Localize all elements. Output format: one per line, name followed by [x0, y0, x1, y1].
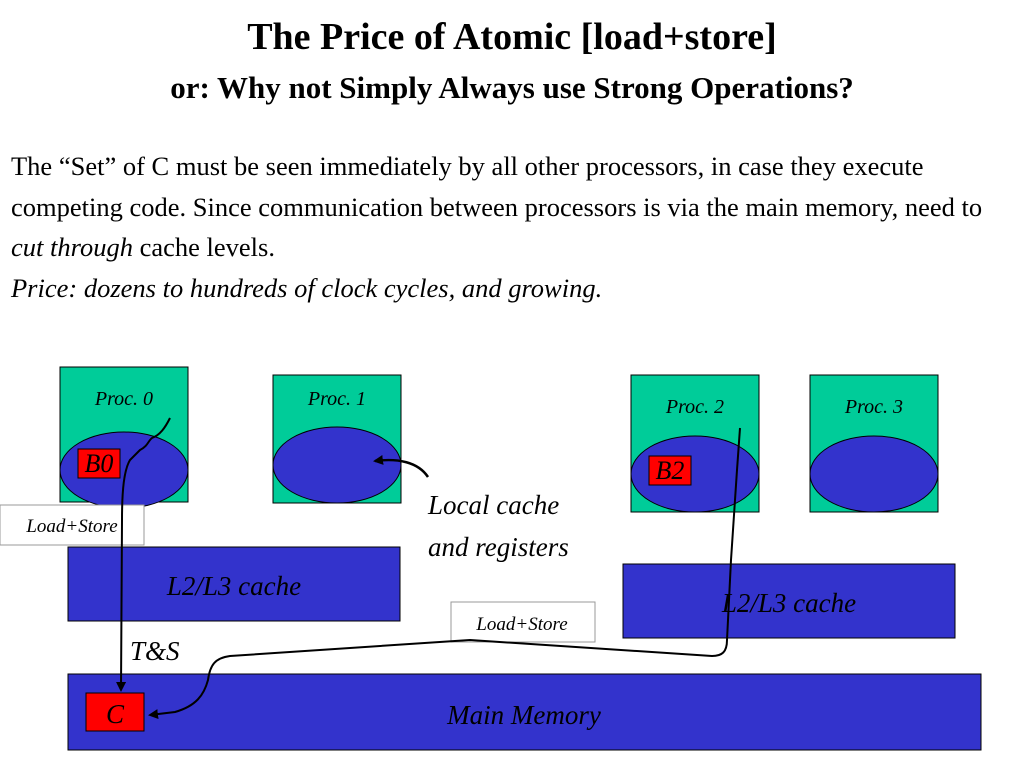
processor-2-local-cache	[630, 435, 760, 513]
local-cache-label-line1: Local cache	[427, 490, 559, 520]
processor-1-label: Proc. 1	[307, 388, 366, 410]
local-cache-label-line2: and registers	[428, 532, 569, 562]
l2-cache-left: L2/L3 cache	[67, 546, 401, 622]
body-text-part1: The “Set” of C must be seen immediately …	[11, 151, 983, 222]
body-text-part2: cache levels.	[132, 232, 275, 262]
main-memory-label: Main Memory	[446, 700, 601, 730]
register-b0: B0	[77, 448, 121, 479]
proc0-to-c-arrow	[116, 417, 171, 692]
ts-label: T&S	[130, 636, 180, 666]
processor-2: Proc. 2	[630, 374, 760, 513]
body-paragraph: The “Set” of C must be seen immediately …	[11, 146, 1016, 308]
l2-cache-left-label: L2/L3 cache	[166, 571, 301, 601]
processor-3-local-cache	[809, 435, 939, 513]
proc2-to-c-arrow	[148, 427, 741, 720]
processor-1-local-cache	[272, 426, 402, 504]
l2-cache-right: L2/L3 cache	[622, 563, 956, 639]
memory-cell-c: C	[85, 692, 145, 732]
load-store-right-label: Load+Store	[475, 614, 567, 635]
load-store-right-box: Load+Store	[450, 601, 596, 643]
slide-subtitle: or: Why not Simply Always use Strong Ope…	[170, 70, 854, 105]
register-b0-label: B0	[85, 449, 114, 478]
body-text-cut-through: cut through	[11, 232, 133, 262]
processor-0-label: Proc. 0	[94, 388, 153, 410]
processor-1: Proc. 1	[272, 374, 402, 504]
memory-cell-c-label: C	[106, 699, 125, 729]
register-b2-label: B2	[656, 456, 685, 485]
processor-3: Proc. 3	[809, 374, 939, 513]
price-line: Price: dozens to hundreds of clock cycle…	[11, 272, 603, 303]
processor-2-label: Proc. 2	[665, 396, 724, 418]
local-cache-arrow	[373, 455, 430, 478]
slide-title: The Price of Atomic [load+store]	[247, 16, 777, 58]
l2-cache-right-label: L2/L3 cache	[721, 588, 856, 618]
main-memory: Main Memory	[67, 673, 982, 751]
load-store-left-label: Load+Store	[25, 516, 117, 537]
load-store-left-box: Load+Store	[0, 504, 145, 546]
processor-3-label: Proc. 3	[844, 396, 903, 418]
register-b2: B2	[648, 455, 692, 486]
